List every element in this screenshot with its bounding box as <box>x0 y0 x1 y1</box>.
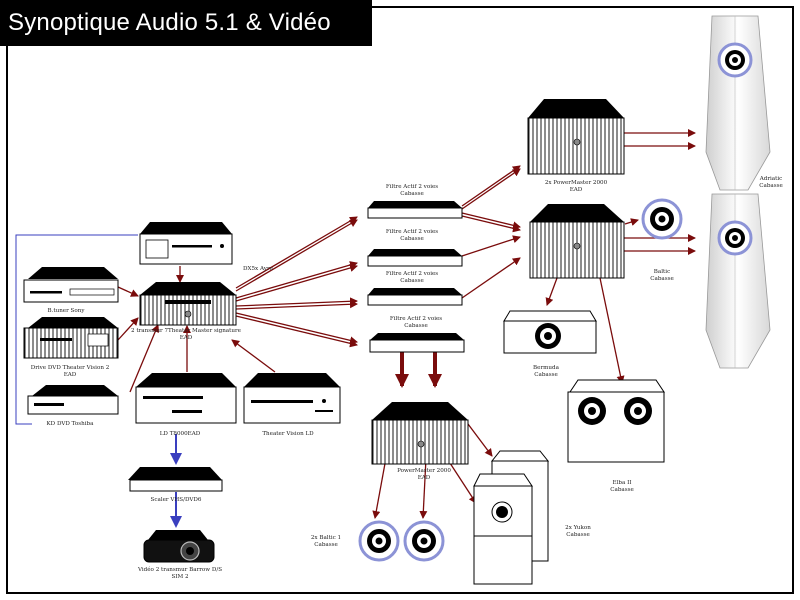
label-preamp-line2: EAD <box>180 335 193 341</box>
active-filter-2 <box>367 249 463 267</box>
label-yukon-line1: 2x Yukon <box>565 525 591 531</box>
adriatic-speaker-middle <box>705 193 771 369</box>
label-dx5-ayre: DX5x Ayre <box>243 266 274 272</box>
projector-sim2 <box>143 530 215 563</box>
device-labels: DX5x Ayre B.tuner Sony Drive DVD Theater… <box>31 176 784 580</box>
yukon-speakers <box>473 450 550 585</box>
power-amplifier-top <box>527 99 625 175</box>
label-sub-speaker-line1: Elba II <box>613 480 632 486</box>
label-filter-3-line2: Cabasse <box>400 278 424 284</box>
ld-t8000 <box>135 373 237 424</box>
label-baltic-right-line2: Cabasse <box>650 276 674 282</box>
label-amp-top-line1: 2x PowerMaster 2000 <box>545 180 608 186</box>
drive-dvd-theater-vision <box>23 317 119 359</box>
large-flow-arrows <box>395 352 442 388</box>
label-filter-1-line2: Cabasse <box>400 191 424 197</box>
label-theater-vision-ld: Theater Vision LD <box>262 431 314 437</box>
active-filter-3 <box>367 288 463 306</box>
scaler-vhs-dvd6 <box>128 467 223 492</box>
video-connections <box>15 234 182 528</box>
label-drive-dvd-line1: Drive DVD Theater Vision 2 <box>31 365 110 371</box>
theater-vision-ld <box>243 373 341 424</box>
active-filter-4 <box>369 333 465 353</box>
label-front-speakers-line2: Cabasse <box>759 183 783 189</box>
label-filter-1-line1: Filtre Actif 2 voies <box>386 184 438 190</box>
label-yukon-line2: Cabasse <box>566 532 590 538</box>
label-baltic-rear-line1: 2x Baltic 1 <box>311 535 341 541</box>
diagram-frame <box>6 6 794 594</box>
tuner-sony <box>23 267 119 303</box>
signal-connections <box>117 129 696 519</box>
label-projector-line1: Vidéo 2 transmur Barrow D/S <box>137 566 222 573</box>
label-ld: LD T8000EAD <box>160 431 201 437</box>
baltic-rear-speaker-left <box>358 520 400 562</box>
label-projector-line2: SIM 2 <box>171 574 189 580</box>
active-filter-1 <box>367 201 463 219</box>
label-filter-4-line1: Filtre Actif 2 voies <box>390 316 442 322</box>
power-amplifier-middle <box>529 204 625 279</box>
label-front-speakers-line1: Adriatic <box>759 176 783 182</box>
label-filter-2-line2: Cabasse <box>400 236 424 242</box>
baltic-speaker-right <box>641 198 683 240</box>
label-filter-2-line1: Filtre Actif 2 voies <box>386 229 438 235</box>
label-tuner-sony: B.tuner Sony <box>47 308 85 314</box>
diagram-title: Synoptique Audio 5.1 & Vidéo <box>8 9 331 36</box>
label-amp-bottom-line2: EAD <box>418 475 431 481</box>
dx5-ayre-player <box>139 222 233 265</box>
label-scaler: Scaler VHS/DVD6 <box>151 497 202 503</box>
label-preamp-line1: 2 transmur 7Theater Master signature <box>131 328 242 334</box>
label-center-speaker-line1: Bermuda <box>533 365 560 371</box>
power-amplifier-bottom <box>371 402 469 465</box>
label-center-speaker-line2: Cabasse <box>534 372 558 378</box>
bermuda-center-speaker <box>503 310 597 354</box>
adriatic-speaker-top <box>705 15 771 191</box>
label-baltic-rear-line2: Cabasse <box>314 542 338 548</box>
preamp-theater-master <box>139 282 237 326</box>
label-sub-speaker-line2: Cabasse <box>610 487 634 493</box>
elba-subwoofer <box>567 379 665 463</box>
label-drive-dvd-line2: EAD <box>64 372 77 378</box>
label-baltic-right-line1: Baltic <box>654 269 670 275</box>
label-amp-top-line2: EAD <box>570 187 583 193</box>
label-filter-4-line2: Cabasse <box>404 323 428 329</box>
label-amp-bottom-line1: PowerMaster 2000 <box>397 468 451 474</box>
kd-dvd-toshiba <box>27 385 119 415</box>
label-filter-3-line1: Filtre Actif 2 voies <box>386 271 438 277</box>
label-kd-dvd: KD DVD Toshiba <box>47 421 95 427</box>
baltic-rear-speaker-right <box>403 520 445 562</box>
title-banner: Synoptique Audio 5.1 & Vidéo <box>0 0 372 46</box>
